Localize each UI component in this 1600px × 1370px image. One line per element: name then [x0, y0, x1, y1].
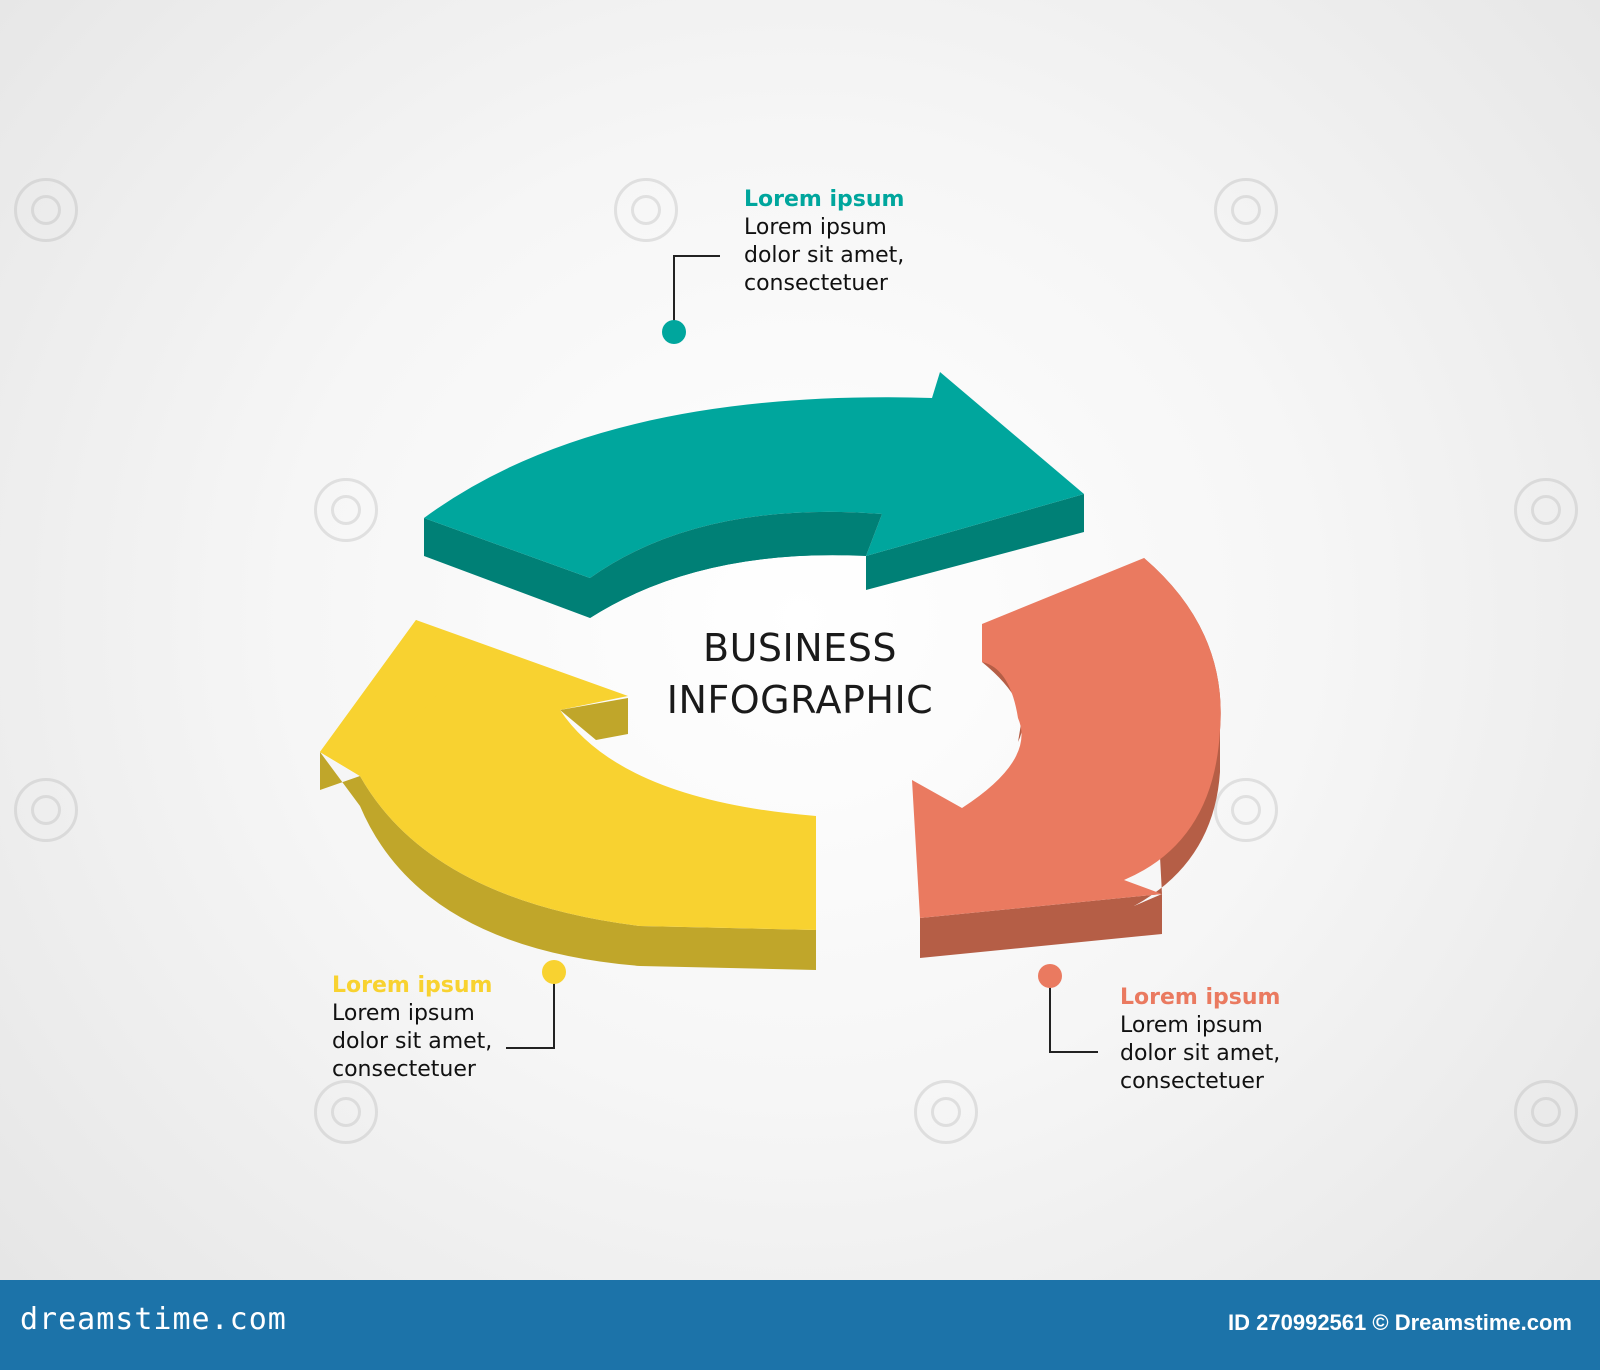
arrow-left-side	[320, 752, 816, 970]
callout-right-line-3: consectetuer	[1120, 1069, 1264, 1094]
arrow-left-inner-side	[560, 698, 628, 740]
center-title-line-2: INFOGRAPHIC	[666, 678, 934, 722]
connector-left	[506, 960, 566, 1049]
center-title: BUSINESS INFOGRAPHIC	[600, 622, 1000, 726]
callout-right-line-2: dolor sit amet,	[1120, 1041, 1281, 1066]
callout-top-line-2: dolor sit amet,	[744, 243, 905, 268]
arrow-right-face	[912, 558, 1221, 918]
callout-top-title: Lorem ipsum	[744, 187, 905, 212]
arrow-left-face	[320, 620, 816, 930]
callout-left-line-1: Lorem ipsum	[332, 1001, 475, 1026]
footer-brand[interactable]: dreamstime.com	[20, 1302, 287, 1337]
connector-top	[662, 255, 720, 344]
callout-right-line-1: Lorem ipsum	[1120, 1013, 1263, 1038]
watermark-icon	[14, 178, 78, 242]
marker-top	[662, 320, 686, 344]
marker-right	[1038, 964, 1062, 988]
connector-right	[1038, 964, 1098, 1053]
callout-top: Lorem ipsum Lorem ipsum dolor sit amet, …	[744, 186, 904, 298]
footer-credit: ID 270992561 © Dreamstime.com	[1228, 1310, 1572, 1335]
arrow-top-inner-side	[590, 511, 882, 618]
callout-right-title: Lorem ipsum	[1120, 985, 1281, 1010]
watermark-icon	[314, 1080, 378, 1144]
callout-left-title: Lorem ipsum	[332, 973, 493, 998]
callout-right: Lorem ipsum Lorem ipsum dolor sit amet, …	[1120, 984, 1280, 1096]
arrow-left	[320, 620, 816, 970]
arrow-top	[424, 372, 1084, 618]
watermark-icon	[914, 1080, 978, 1144]
watermark-icon	[14, 778, 78, 842]
watermark-icon	[314, 478, 378, 542]
footer-bar: dreamstime.com ID 270992561 © Dreamstime…	[0, 1280, 1600, 1370]
marker-left	[542, 960, 566, 984]
cycle-diagram	[320, 255, 1221, 1053]
watermark-icon	[1514, 1080, 1578, 1144]
callout-top-line-3: consectetuer	[744, 271, 888, 296]
watermark-icon	[1214, 178, 1278, 242]
callout-left-line-3: consectetuer	[332, 1057, 476, 1082]
watermark-icon	[1514, 478, 1578, 542]
callout-left: Lorem ipsum Lorem ipsum dolor sit amet, …	[332, 972, 492, 1084]
callout-top-line-1: Lorem ipsum	[744, 215, 887, 240]
arrow-right	[912, 558, 1221, 958]
watermark-icon	[614, 178, 678, 242]
arrow-top-face	[424, 372, 1084, 578]
callout-left-line-2: dolor sit amet,	[332, 1029, 493, 1054]
watermark-icon	[1214, 778, 1278, 842]
arrow-left-head	[320, 620, 480, 776]
center-title-line-1: BUSINESS	[703, 626, 897, 670]
